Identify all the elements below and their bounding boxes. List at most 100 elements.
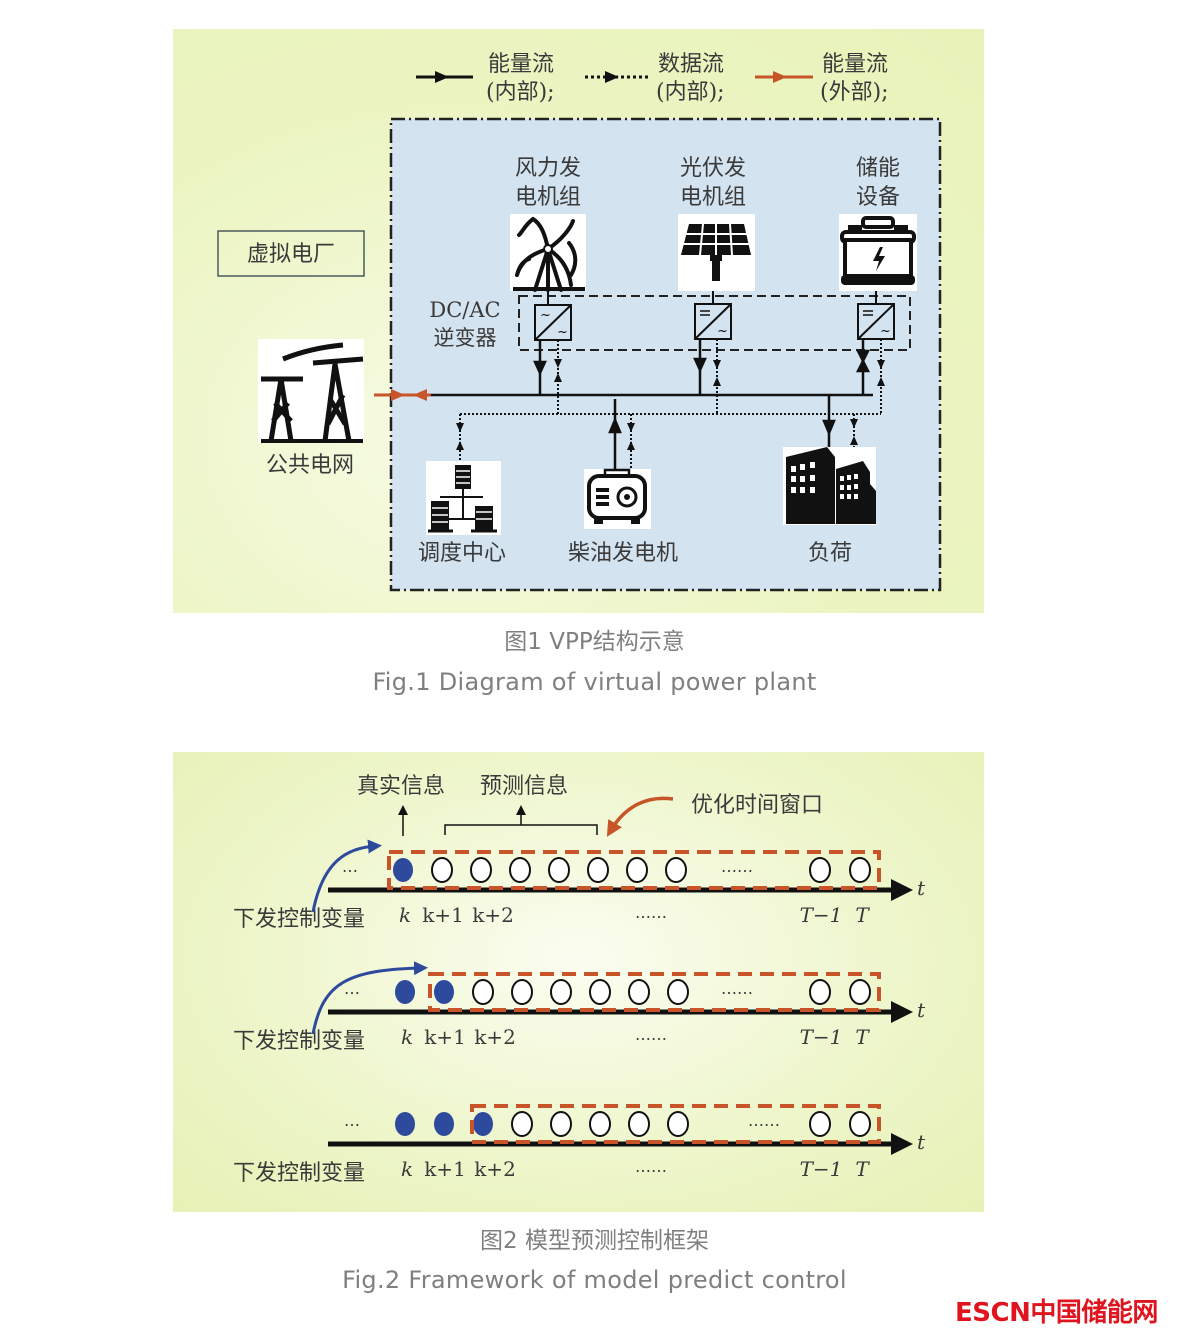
inverter-group-box [518, 295, 911, 351]
consumer-label-dispatch: 调度中心 [418, 541, 506, 566]
arrow-right-icon [391, 389, 405, 401]
optimization-window [470, 1104, 881, 1144]
source-label-storage-1: 储能 [856, 156, 900, 181]
battery-icon [839, 214, 917, 291]
svg-text:~: ~ [880, 324, 891, 339]
prediction-bracket [444, 824, 598, 835]
consumer-label-diesel: 柴油发电机 [568, 541, 678, 566]
arrow-right-icon [435, 71, 449, 83]
leading-ellipsis: … [342, 857, 358, 876]
legend-label-1b: (内部); [486, 80, 555, 105]
control-variable-label: 下发控制变量 [233, 1161, 365, 1186]
empty-point [472, 979, 494, 1005]
solar-panel-icon [678, 214, 755, 291]
middle-ellipsis: …… [721, 857, 753, 876]
filled-point [473, 1112, 493, 1136]
control-dispatch-arrow [311, 839, 382, 913]
empty-point-t [849, 1111, 871, 1137]
filled-point [434, 980, 454, 1004]
empty-point [589, 979, 611, 1005]
tick-k-plus-1: k+1 [424, 1025, 466, 1049]
legend-label-2b: (内部); [656, 80, 725, 105]
figure1-caption-en: Fig.1 Diagram of virtual power plant [372, 668, 817, 696]
tick-k-plus-1: k+1 [422, 903, 464, 927]
vpp-diagram: 能量流 (内部); 数据流 (内部); 能量流 (外部); 虚拟电厂 风力发 电… [217, 52, 942, 592]
legend-internal-data: 数据流 (内部); [585, 52, 725, 105]
empty-point-t [849, 979, 871, 1005]
legend-label-1a: 能量流 [488, 52, 554, 77]
empty-point [550, 979, 572, 1005]
empty-point-t-minus-1 [809, 1111, 831, 1137]
tick-k: k [401, 1025, 413, 1049]
empty-point [628, 979, 650, 1005]
empty-point [667, 1111, 689, 1137]
axis-arrowhead-icon [891, 1001, 913, 1023]
vpp-label: 虚拟电厂 [247, 242, 335, 267]
external-energy-link [374, 389, 431, 401]
middle-ellipsis: …… [721, 979, 753, 998]
source-label-pv-2: 电机组 [680, 185, 746, 210]
source-label-wind-1: 风力发 [515, 156, 581, 181]
axis-arrowhead-icon [891, 879, 913, 901]
empty-point [667, 979, 689, 1005]
tick-k-plus-2: k+2 [474, 1025, 516, 1049]
empty-point [587, 857, 609, 883]
empty-point-t-minus-1 [809, 857, 831, 883]
middle-ellipsis: …… [748, 1111, 780, 1130]
tick-k-plus-2: k+2 [474, 1157, 516, 1181]
consumer-label-load: 负荷 [808, 541, 852, 566]
lightning-icon [873, 247, 885, 271]
filled-point [393, 858, 413, 882]
tick-k: k [401, 1157, 413, 1181]
tick-T-minus-1: T−1 [800, 1025, 843, 1049]
axis-arrowhead-icon [891, 1133, 913, 1155]
figure2-caption-cn: 图2 模型预测控制框架 [480, 1228, 709, 1254]
tick-ellipsis: …… [635, 903, 667, 922]
empty-point [589, 1111, 611, 1137]
filled-point [395, 1112, 415, 1136]
inverter-icon: ~~ [534, 304, 572, 341]
empty-point [431, 857, 453, 883]
buildings-icon [783, 447, 876, 525]
transmission-tower-icon [258, 339, 364, 443]
arrow-right-icon [773, 71, 787, 83]
source-label-storage-2: 设备 [856, 185, 900, 210]
optimization-window [387, 850, 881, 890]
figure2-caption-en: Fig.2 Framework of model predict control [342, 1266, 847, 1294]
leading-ellipsis: … [344, 1111, 360, 1130]
source-label-pv-1: 光伏发 [680, 156, 746, 181]
filled-point [395, 980, 415, 1004]
figure1-panel: 能量流 (内部); 数据流 (内部); 能量流 (外部); 虚拟电厂 风力发 电… [173, 29, 984, 613]
figure1-caption-cn: 图1 VPP结构示意 [504, 629, 685, 655]
legend: 能量流 (内部); 数据流 (内部); 能量流 (外部); [416, 52, 889, 105]
tick-T-minus-1: T−1 [800, 903, 843, 927]
grid-label: 公共电网 [266, 453, 354, 478]
empty-point [470, 857, 492, 883]
window-pointer-arrow [606, 796, 674, 837]
inverter-label-1: DC/AC [429, 298, 500, 322]
leading-ellipsis: … [344, 979, 360, 998]
svg-text:~: ~ [540, 308, 551, 323]
control-variable-label: 下发控制变量 [233, 1029, 365, 1054]
source-label-wind-2: 电机组 [515, 185, 581, 210]
svg-text:~: ~ [557, 325, 568, 340]
diesel-generator-icon [584, 468, 651, 529]
escn-watermark: ESCN中国储能网 [955, 1298, 1158, 1328]
label-optimization-window: 优化时间窗口 [691, 793, 823, 818]
empty-point [511, 979, 533, 1005]
empty-point [550, 1111, 572, 1137]
tick-T: T [855, 1157, 870, 1181]
arrow-right-icon [605, 71, 619, 83]
filled-point [434, 1112, 454, 1136]
empty-point [628, 1111, 650, 1137]
label-real-info: 真实信息 [357, 774, 445, 799]
wind-turbine-icon [510, 214, 586, 292]
inverter-icon: ~ [694, 303, 732, 340]
tick-k-plus-2: k+2 [472, 903, 514, 927]
legend-external-energy: 能量流 (外部); [755, 52, 889, 105]
vpp-label-box [217, 230, 365, 277]
svg-text:~: ~ [717, 324, 728, 339]
axis-label-t: t [917, 998, 926, 1022]
